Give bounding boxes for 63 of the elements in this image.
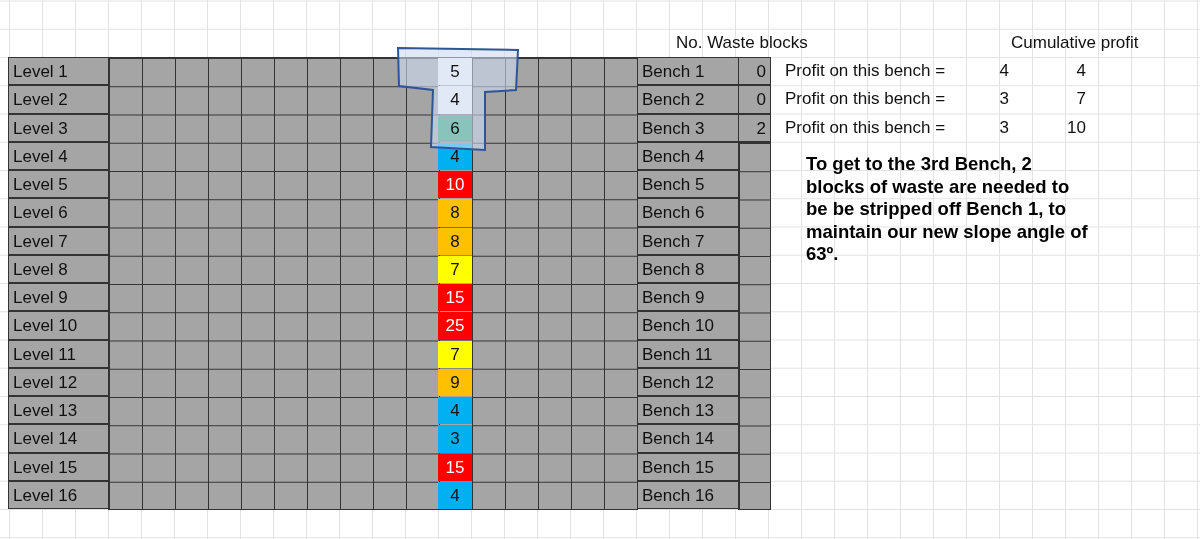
waste-count-cell: 2	[738, 113, 771, 142]
profit-label: Profit on this bench =	[784, 116, 947, 139]
block-value-cell: 25	[438, 312, 472, 340]
row-label-cell: Level 13	[8, 396, 109, 425]
block-value-cell: 15	[438, 453, 472, 481]
bench-label-cell: Bench 6	[637, 198, 739, 227]
block-value-cell: 8	[438, 199, 472, 227]
block-value-cell: 7	[438, 340, 472, 368]
row-label-cell: Level 4	[8, 141, 109, 170]
profit-label: Profit on this bench =	[784, 88, 947, 111]
bench-label-cell: Bench 5	[637, 170, 739, 199]
row-label-cell: Level 12	[8, 367, 109, 396]
row-label-cell: Level 14	[8, 424, 109, 453]
block-value-cell: 4	[438, 481, 472, 509]
row-label-cell: Level 2	[8, 85, 109, 114]
block-value-cell: 3	[438, 425, 472, 453]
block-value-cell: 8	[438, 227, 472, 255]
row-label-cell: Level 16	[8, 480, 109, 509]
bench-label-cell: Bench 9	[637, 283, 739, 312]
row-label-cell: Level 9	[8, 283, 109, 312]
row-label-cell: Level 5	[8, 170, 109, 199]
bench-label-cell: Bench 12	[637, 367, 739, 396]
column-heading: No. Waste blocks	[676, 32, 808, 54]
profit-label: Profit on this bench =	[784, 60, 947, 82]
bench-label-cell: Bench 7	[637, 226, 739, 255]
bench-label-cell: Bench 11	[637, 339, 739, 368]
bench-label-cell: Bench 10	[637, 311, 739, 340]
row-label-cell: Level 8	[8, 254, 109, 283]
row-label-cell: Level 3	[8, 113, 109, 142]
row-label-cell: Level 7	[8, 226, 109, 255]
cumulative-profit-value: 7	[1075, 88, 1087, 111]
bench-label-cell: Bench 15	[637, 452, 739, 481]
bench-label-cell: Bench 16	[637, 480, 739, 509]
bench-label-cell: Bench 1	[637, 57, 739, 86]
cumulative-profit-value: 4	[1075, 60, 1087, 82]
block-value-cell: 4	[438, 397, 472, 425]
block-value-cell: 6	[438, 114, 472, 142]
bench-label-cell: Bench 8	[637, 254, 739, 283]
waste-count-cell: 0	[738, 57, 771, 86]
column-heading: Cumulative profit	[1011, 32, 1139, 54]
profit-value: 3	[998, 88, 1010, 111]
block-value-cell: 7	[438, 255, 472, 283]
bench-label-cell: Bench 13	[637, 396, 739, 425]
bench-label-cell: Bench 3	[637, 113, 739, 142]
block-value-cell: 4	[438, 142, 472, 170]
row-label-cell: Level 6	[8, 198, 109, 227]
row-label-cell: Level 15	[8, 452, 109, 481]
profit-value: 4	[998, 60, 1010, 82]
row-label-cell: Level 10	[8, 311, 109, 340]
row-label-cell: Level 1	[8, 57, 109, 86]
block-value-cell: 9	[438, 368, 472, 396]
block-value-cell: 15	[438, 284, 472, 312]
block-value-cell: 5	[438, 58, 472, 86]
explanation-note: To get to the 3rd Bench, 2 blocks of waste are needed to be be stripped off Bench 1, to maintain our new slope angle of 63º.	[806, 153, 1089, 266]
bench-label-cell: Bench 2	[637, 85, 739, 114]
profit-value: 3	[998, 116, 1010, 139]
cumulative-profit-value: 10	[1066, 116, 1087, 139]
row-label-cell: Level 11	[8, 339, 109, 368]
block-value-cell: 10	[438, 171, 472, 199]
block-value-cell: 4	[438, 86, 472, 114]
bench-label-cell: Bench 4	[637, 141, 739, 170]
bench-label-cell: Bench 14	[637, 424, 739, 453]
waste-count-cell: 0	[738, 85, 771, 114]
